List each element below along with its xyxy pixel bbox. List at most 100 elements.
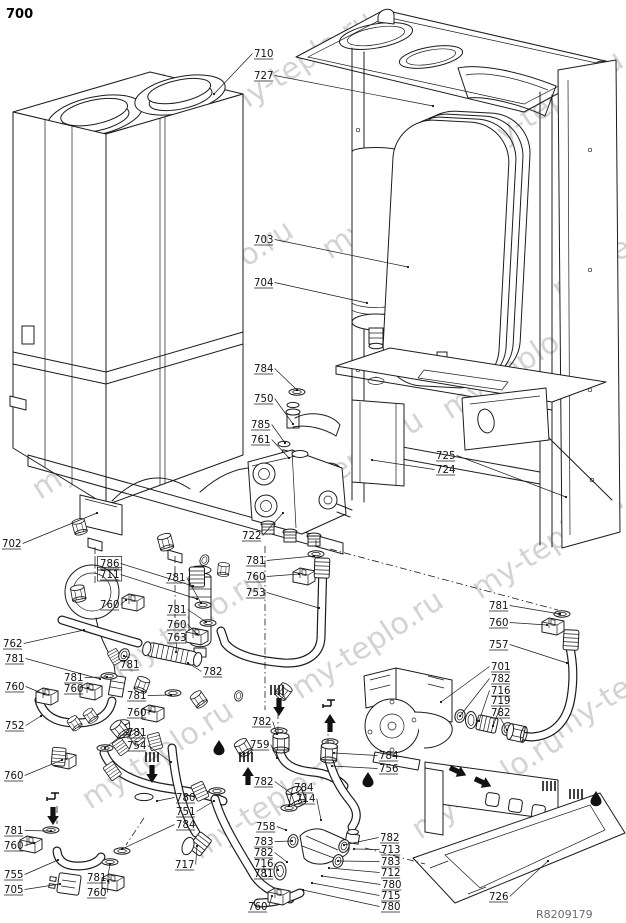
part-label: 782 xyxy=(254,777,273,788)
leader-endpoint xyxy=(195,844,199,848)
leader-endpoint xyxy=(284,828,288,832)
part-label-leader xyxy=(371,459,435,470)
hose-757-fittings xyxy=(541,610,580,651)
part-label-leader xyxy=(337,860,380,862)
part-label-leader xyxy=(321,875,381,885)
leader-endpoint xyxy=(477,719,481,723)
part-label: 781 xyxy=(87,873,106,884)
part-label-leader xyxy=(353,848,380,850)
part-label-leader xyxy=(25,715,42,726)
part-label: 760 xyxy=(127,708,146,719)
leader-endpoint xyxy=(95,511,99,515)
part-label-leader xyxy=(509,622,548,626)
leader-endpoint xyxy=(155,799,159,803)
part-label-leader xyxy=(276,826,287,831)
leader-endpoint xyxy=(195,632,199,636)
leader-endpoint xyxy=(545,623,549,627)
frame-shelf xyxy=(335,347,613,501)
casing-side-left xyxy=(12,111,107,506)
leader-endpoint xyxy=(212,799,216,803)
tray-pan xyxy=(412,792,626,904)
leader-endpoint xyxy=(431,104,435,108)
part-label: 760 xyxy=(167,620,186,631)
part-label-leader xyxy=(147,694,172,696)
figure-number: 700 xyxy=(6,7,33,22)
bracket-plate xyxy=(461,387,550,451)
top-tray xyxy=(457,66,557,117)
leader-endpoint xyxy=(199,601,203,605)
part-label-leader xyxy=(187,624,198,635)
part-label: 717 xyxy=(175,860,194,871)
leader-endpoint xyxy=(295,388,299,392)
part-label-leader xyxy=(147,745,172,763)
leader-endpoint xyxy=(290,839,294,843)
part-label-leader xyxy=(456,455,567,498)
leader-endpoint xyxy=(270,894,274,898)
leader-endpoint xyxy=(332,751,336,755)
part-label: 785 xyxy=(251,420,270,431)
part-label: 750 xyxy=(254,394,273,405)
part-label-leader xyxy=(274,852,288,863)
leader-endpoint xyxy=(287,804,291,808)
reference-code: R8209179 xyxy=(536,908,593,921)
circulation-pump xyxy=(363,667,529,771)
part-label: 702 xyxy=(2,539,21,550)
braided-hose xyxy=(142,641,203,667)
leader-endpoint xyxy=(186,661,190,665)
part-label: 782 xyxy=(252,717,271,728)
part-label-leader xyxy=(25,686,45,695)
part-label-leader xyxy=(84,676,108,678)
part-label-leader xyxy=(343,837,379,846)
tray-tab xyxy=(424,767,444,836)
hanging-bracket-left xyxy=(377,8,395,25)
part-label: 760 xyxy=(4,771,23,782)
leader-endpoint xyxy=(42,692,46,696)
leader-endpoint xyxy=(98,677,102,681)
part-label: 783 xyxy=(381,857,400,868)
hydraulic-manifold xyxy=(247,388,353,547)
part-label-leader xyxy=(270,744,278,759)
part-label: 784 xyxy=(176,820,195,831)
part-label-leader xyxy=(478,690,490,722)
leader-endpoint xyxy=(275,756,279,760)
leader-endpoint xyxy=(370,458,374,462)
part-label: 726 xyxy=(489,892,508,903)
part-label: 762 xyxy=(3,639,22,650)
part-label: 724 xyxy=(436,465,455,476)
construction-lines xyxy=(56,540,559,865)
part-label-leader xyxy=(274,398,294,425)
leader-endpoint xyxy=(546,859,550,863)
leader-endpoint xyxy=(336,859,340,863)
part-label: 782 xyxy=(491,708,510,719)
part-label-leader xyxy=(274,239,409,268)
leader-endpoint xyxy=(124,598,128,602)
part-label-leader xyxy=(266,555,315,561)
connector-705 xyxy=(48,872,82,896)
part-label-leader xyxy=(271,439,290,459)
leader-endpoint xyxy=(60,758,64,762)
leader-endpoint xyxy=(320,874,324,878)
part-label: 712 xyxy=(381,868,400,879)
leader-endpoint xyxy=(505,728,509,732)
part-label-leader xyxy=(274,840,293,842)
leader-endpoint xyxy=(558,612,562,616)
part-label: 716 xyxy=(254,859,273,870)
leader-endpoint xyxy=(291,422,295,426)
part-label-leader xyxy=(316,798,322,821)
pump-head xyxy=(364,698,420,754)
part-label: 781 xyxy=(246,556,265,567)
part-label: 701 xyxy=(491,662,510,673)
part-label: 781 xyxy=(4,826,23,837)
part-label: 760 xyxy=(100,600,119,611)
leader-endpoint xyxy=(169,693,173,697)
part-label-leader xyxy=(263,866,267,877)
pump-volute xyxy=(413,711,453,749)
part-label: 782 xyxy=(491,674,510,685)
part-label: 753 xyxy=(246,588,265,599)
leader-endpoint xyxy=(365,301,369,305)
leader-endpoint xyxy=(103,746,107,750)
leader-endpoint xyxy=(58,882,62,886)
part-label-leader xyxy=(24,830,52,832)
part-label-leader xyxy=(509,644,568,664)
